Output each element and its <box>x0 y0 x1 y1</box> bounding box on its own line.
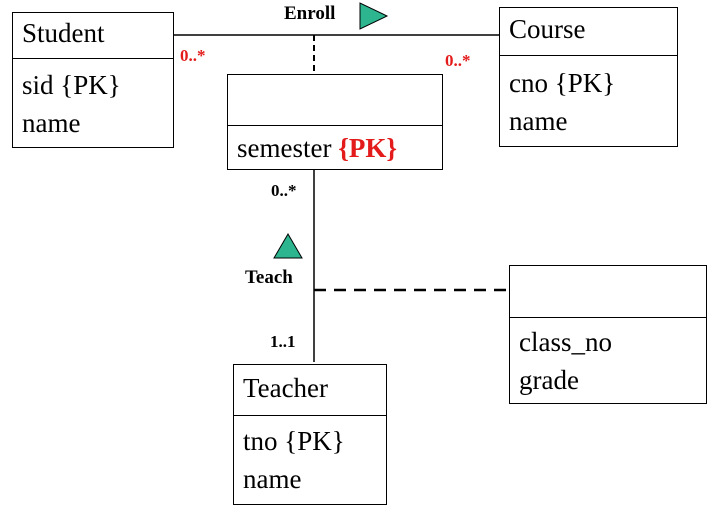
course-class-name: Course <box>500 8 677 56</box>
semester-pk-marker: {PK} <box>338 133 397 163</box>
course-attr-name: name <box>509 106 568 136</box>
student-attr-sid: sid {PK} <box>22 70 121 100</box>
teach-teacher-multiplicity: 1..1 <box>270 332 296 351</box>
student-class-name: Student <box>13 13 173 59</box>
teach-association-class-name <box>510 266 706 318</box>
enroll-association-class[interactable]: semester {PK} <box>227 74 443 170</box>
teacher-attr-name: name <box>243 464 302 494</box>
semester-text: semester <box>237 133 339 163</box>
enroll-student-multiplicity: 0..* <box>180 46 206 65</box>
teacher-attr-tno: tno {PK} <box>243 426 345 456</box>
teach-attr-class-no: class_no <box>519 327 612 357</box>
teach-label: Teach <box>245 267 293 288</box>
enroll-label: Enroll <box>284 3 336 24</box>
teach-association-attributes: class_no grade <box>510 323 706 403</box>
teacher-attributes: tno {PK} name <box>234 422 386 504</box>
course-class[interactable]: Course cno {PK} name <box>499 7 678 147</box>
teach-enroll-multiplicity: 0..* <box>271 181 297 200</box>
teacher-class-name: Teacher <box>234 365 386 416</box>
enroll-direction-triangle-icon <box>359 2 389 30</box>
student-attr-name: name <box>22 108 81 138</box>
course-attributes: cno {PK} name <box>500 64 677 146</box>
teach-direction-triangle-icon <box>273 233 303 259</box>
enroll-course-multiplicity: 0..* <box>445 51 471 70</box>
teach-association-class[interactable]: class_no grade <box>509 265 707 404</box>
student-class[interactable]: Student sid {PK} name <box>12 12 174 148</box>
teach-attr-grade: grade <box>519 365 579 395</box>
enroll-association-attributes: semester {PK} <box>228 126 442 169</box>
course-attr-cno: cno {PK} <box>509 68 616 98</box>
student-attributes: sid {PK} name <box>13 66 173 147</box>
teacher-class[interactable]: Teacher tno {PK} name <box>233 364 387 505</box>
enroll-attr-semester: semester {PK} <box>237 126 442 170</box>
enroll-association-class-name <box>228 75 442 126</box>
